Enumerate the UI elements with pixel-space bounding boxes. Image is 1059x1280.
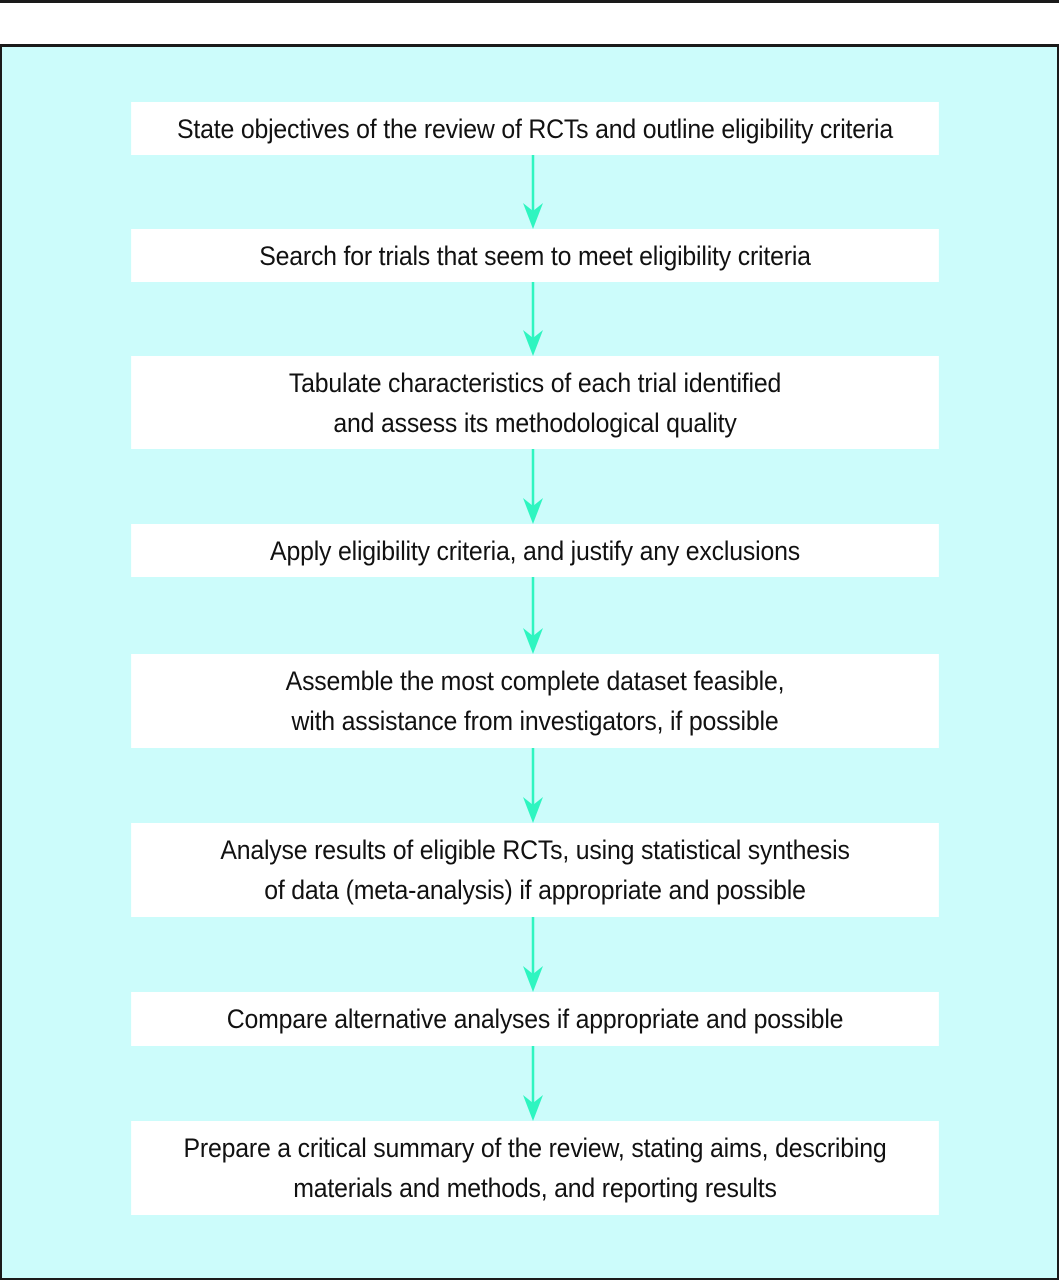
step-box-7: Compare alternative analyses if appropri… bbox=[131, 992, 939, 1046]
step-box-3: Tabulate characteristics of each trial i… bbox=[131, 356, 939, 449]
arrow-5-to-6 bbox=[519, 748, 547, 823]
arrow-4-to-5 bbox=[519, 577, 547, 654]
arrow-1-to-2 bbox=[519, 155, 547, 229]
arrow-2-to-3 bbox=[519, 282, 547, 356]
step-box-2: Search for trials that seem to meet elig… bbox=[131, 229, 939, 282]
step-3-text: Tabulate characteristics of each trial i… bbox=[288, 367, 782, 438]
step-box-4: Apply eligibility criteria, and justify … bbox=[131, 524, 939, 577]
step-4-text: Apply eligibility criteria, and justify … bbox=[270, 535, 800, 566]
step-box-8: Prepare a critical summary of the review… bbox=[131, 1121, 939, 1215]
step-box-6: Analyse results of eligible RCTs, using … bbox=[131, 823, 939, 917]
step-1-text: State objectives of the review of RCTs a… bbox=[177, 113, 893, 144]
arrow-7-to-8 bbox=[519, 1046, 547, 1121]
step-box-1: State objectives of the review of RCTs a… bbox=[131, 102, 939, 155]
step-8-text: Prepare a critical summary of the review… bbox=[183, 1133, 887, 1203]
step-6-text: Analyse results of eligible RCTs, using … bbox=[220, 835, 850, 905]
step-5-text: Assemble the most complete dataset feasi… bbox=[285, 666, 785, 736]
top-rule bbox=[0, 0, 1059, 3]
arrow-6-to-7 bbox=[519, 917, 547, 992]
step-7-text: Compare alternative analyses if appropri… bbox=[226, 1004, 844, 1034]
step-box-5: Assemble the most complete dataset feasi… bbox=[131, 654, 939, 748]
arrow-3-to-4 bbox=[519, 449, 547, 524]
step-2-text: Search for trials that seem to meet elig… bbox=[259, 240, 811, 271]
